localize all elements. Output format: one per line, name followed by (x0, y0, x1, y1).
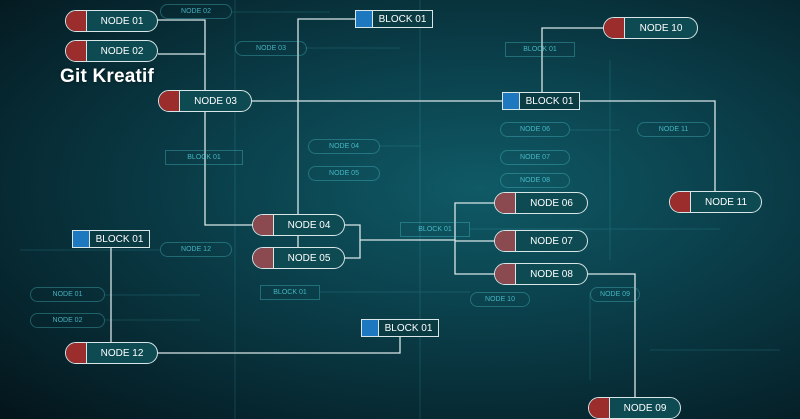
node-03[interactable]: NODE 03 (158, 90, 252, 112)
node-label: NODE 09 (623, 402, 667, 414)
node-cap (495, 264, 516, 284)
node-12[interactable]: NODE 12 (65, 342, 158, 364)
node-label: NODE 07 (530, 235, 573, 247)
node-label: NODE 01 (100, 15, 144, 27)
node-cap (253, 248, 274, 268)
block-label: BLOCK 01 (95, 233, 144, 245)
ghost-label: NODE 02 (160, 4, 232, 19)
node-04[interactable]: NODE 04 (252, 214, 345, 236)
block-square-icon (73, 231, 90, 247)
node-11[interactable]: NODE 11 (669, 191, 762, 213)
ghost-label: BLOCK 01 (505, 42, 575, 57)
ghost-label: NODE 06 (500, 122, 570, 137)
node-cap (495, 193, 516, 213)
block-left[interactable]: BLOCK 01 (72, 230, 150, 248)
node-09[interactable]: NODE 09 (588, 397, 681, 419)
ghost-label: NODE 02 (30, 313, 105, 328)
node-label: NODE 11 (704, 196, 748, 208)
block-square-icon (503, 93, 520, 109)
node-cap (589, 398, 610, 418)
ghost-label: NODE 03 (235, 41, 307, 56)
node-cap (159, 91, 180, 111)
node-label: NODE 06 (530, 197, 573, 209)
node-label: NODE 08 (530, 268, 573, 280)
node-06[interactable]: NODE 06 (494, 192, 588, 214)
node-cap (670, 192, 691, 212)
node-label: NODE 10 (639, 22, 683, 34)
node-10[interactable]: NODE 10 (603, 17, 698, 39)
block-label: BLOCK 01 (525, 95, 574, 107)
node-cap (66, 343, 87, 363)
ghost-label: BLOCK 01 (165, 150, 243, 165)
node-cap (66, 41, 87, 61)
ghost-label: BLOCK 01 (400, 222, 470, 237)
node-cap (253, 215, 274, 235)
block-label: BLOCK 01 (384, 322, 433, 334)
node-label: NODE 12 (100, 347, 144, 359)
node-cap (66, 11, 87, 31)
node-label: NODE 04 (287, 219, 331, 231)
node-label: NODE 02 (100, 45, 144, 57)
ghost-label: NODE 09 (590, 287, 640, 302)
block-square-icon (356, 11, 373, 27)
node-08[interactable]: NODE 08 (494, 263, 588, 285)
node-hidden[interactable]: NODE 02 (65, 40, 158, 62)
node-cap (604, 18, 625, 38)
block-square-icon (362, 320, 379, 336)
ghost-label: BLOCK 01 (260, 285, 320, 300)
block-label: BLOCK 01 (378, 13, 427, 25)
block-mid[interactable]: BLOCK 01 (502, 92, 580, 110)
ghost-label: NODE 01 (30, 287, 105, 302)
watermark: Git Kreatif (60, 66, 155, 87)
node-cap (495, 231, 516, 251)
node-01[interactable]: NODE 01 (65, 10, 158, 32)
ghost-label: NODE 08 (500, 173, 570, 188)
node-05[interactable]: NODE 05 (252, 247, 345, 269)
ghost-label: NODE 12 (160, 242, 232, 257)
block-bottom[interactable]: BLOCK 01 (361, 319, 439, 337)
node-label: NODE 05 (287, 252, 331, 264)
ghost-label: NODE 11 (637, 122, 710, 137)
ghost-label: NODE 07 (500, 150, 570, 165)
block-top[interactable]: BLOCK 01 (355, 10, 433, 28)
ghost-label: NODE 04 (308, 139, 380, 154)
ghost-label: NODE 10 (470, 292, 530, 307)
ghost-label: NODE 05 (308, 166, 380, 181)
node-07[interactable]: NODE 07 (494, 230, 588, 252)
node-label: NODE 03 (194, 95, 237, 107)
